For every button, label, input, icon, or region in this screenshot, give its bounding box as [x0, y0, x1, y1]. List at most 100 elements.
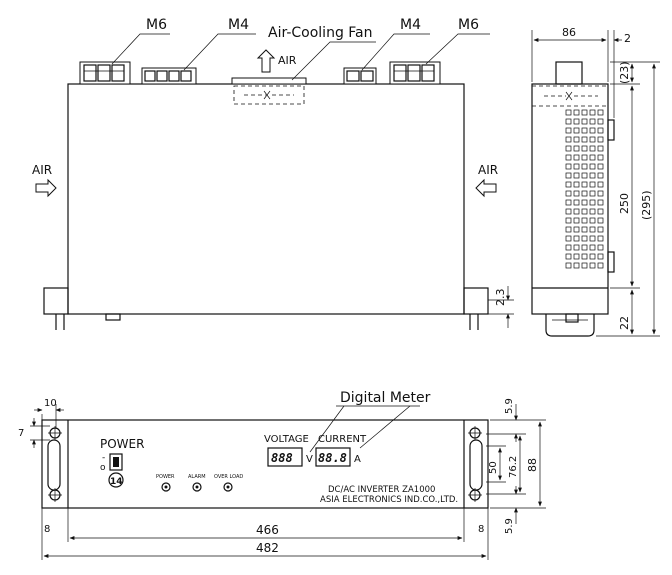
vent-slot — [581, 136, 588, 143]
maker-line: ASIA ELECTRONICS IND.CO.,LTD. — [320, 495, 458, 505]
front-view: POWER - o 14 POWER ALARM OVER LOAD Digit… — [18, 390, 546, 560]
led-alarm-icon — [192, 482, 202, 492]
vent-slot — [589, 190, 596, 197]
dim-250: 250 — [618, 193, 631, 214]
vent-slot — [573, 118, 580, 125]
vent-slot — [565, 154, 572, 161]
dim-8-right: 8 — [478, 524, 484, 535]
vent-slot — [565, 199, 572, 206]
terminal-block-m6-right — [389, 61, 441, 85]
knob-14-icon — [108, 472, 124, 488]
vent-slot — [573, 127, 580, 134]
dim-50: 50 — [488, 461, 499, 474]
vent-slot — [597, 154, 604, 161]
led-power-icon — [161, 482, 171, 492]
label-digital-meter: Digital Meter — [340, 390, 431, 406]
dim-295: (295) — [640, 190, 653, 220]
vent-slot — [565, 163, 572, 170]
vent-slot — [565, 136, 572, 143]
vent-slot — [597, 145, 604, 152]
side-view: 86 2 (23) 250 22 (295) — [531, 26, 660, 337]
vent-slot — [573, 208, 580, 215]
vent-slot — [597, 208, 604, 215]
vent-slot — [597, 109, 604, 116]
vent-slot — [581, 235, 588, 242]
vent-slot — [597, 118, 604, 125]
vent-slot — [565, 253, 572, 260]
label-m6-left: M6 — [146, 17, 167, 33]
vent-slot — [597, 235, 604, 242]
vent-slot — [565, 118, 572, 125]
label-power: POWER — [100, 437, 144, 451]
vent-slot — [597, 262, 604, 269]
vent-slot — [589, 217, 596, 224]
vent-slot — [581, 181, 588, 188]
vent-slot — [597, 226, 604, 233]
vent-slot — [573, 172, 580, 179]
vent-slot — [565, 244, 572, 251]
label-air-left: AIR — [32, 163, 52, 177]
vent-slot — [573, 181, 580, 188]
fan-housing — [231, 77, 307, 105]
air-up-arrow-icon — [256, 49, 276, 73]
vent-slot — [581, 145, 588, 152]
vent-slot — [573, 109, 580, 116]
vent-slot — [573, 154, 580, 161]
vent-slot — [573, 262, 580, 269]
mounting-holes — [48, 426, 482, 502]
vent-slot — [573, 253, 580, 260]
vent-slot — [573, 199, 580, 206]
svg-text:888: 888 — [271, 451, 293, 465]
dim-5-9-bottom: 5.9 — [504, 518, 515, 534]
vent-slot — [565, 208, 572, 215]
vent-slot — [565, 127, 572, 134]
vent-slot — [589, 226, 596, 233]
vent-slot — [589, 109, 596, 116]
led-alarm-label: ALARM — [188, 474, 206, 480]
vent-slot — [581, 163, 588, 170]
label-air-right: AIR — [478, 163, 498, 177]
vent-slot — [581, 208, 588, 215]
terminal-block-m6-left — [79, 61, 131, 85]
led-power-label: POWER — [156, 474, 175, 480]
dim-22: 22 — [618, 316, 631, 330]
vent-slot — [581, 262, 588, 269]
vent-slot — [589, 127, 596, 134]
dim-7: 7 — [18, 428, 24, 439]
vent-slot — [597, 253, 604, 260]
switch-off-mark: o — [100, 463, 106, 473]
dim-76-2: 76.2 — [508, 456, 519, 478]
vent-slot — [589, 118, 596, 125]
vent-slot — [581, 244, 588, 251]
vent-slot — [597, 172, 604, 179]
vent-slot — [597, 136, 604, 143]
vent-slot — [573, 136, 580, 143]
vent-slot — [597, 190, 604, 197]
knob-number: 14 — [110, 477, 123, 487]
vent-slot — [581, 118, 588, 125]
vent-slot — [581, 217, 588, 224]
label-m6-right: M6 — [458, 17, 479, 33]
vent-slot — [581, 172, 588, 179]
vent-slot — [597, 163, 604, 170]
dim-482: 482 — [256, 541, 279, 555]
vent-slot — [565, 262, 572, 269]
model-line: DC/AC INVERTER ZA1000 — [328, 485, 435, 495]
air-right-arrow-icon — [35, 178, 57, 198]
terminal-block-m4-left — [141, 67, 197, 85]
label-air-top: AIR — [278, 54, 297, 67]
label-m4-left: M4 — [228, 17, 249, 33]
vent-slot — [581, 109, 588, 116]
vent-slot — [573, 163, 580, 170]
vent-slot — [573, 145, 580, 152]
vent-slot — [565, 172, 572, 179]
current-display — [315, 447, 351, 467]
front-panel — [41, 419, 489, 509]
voltage-display — [267, 447, 303, 467]
vent-slot — [565, 226, 572, 233]
vent-slot — [589, 181, 596, 188]
power-switch — [109, 453, 123, 471]
vent-slot — [589, 199, 596, 206]
terminal-block-m4-right — [343, 67, 377, 85]
unit-v: V — [306, 454, 313, 465]
